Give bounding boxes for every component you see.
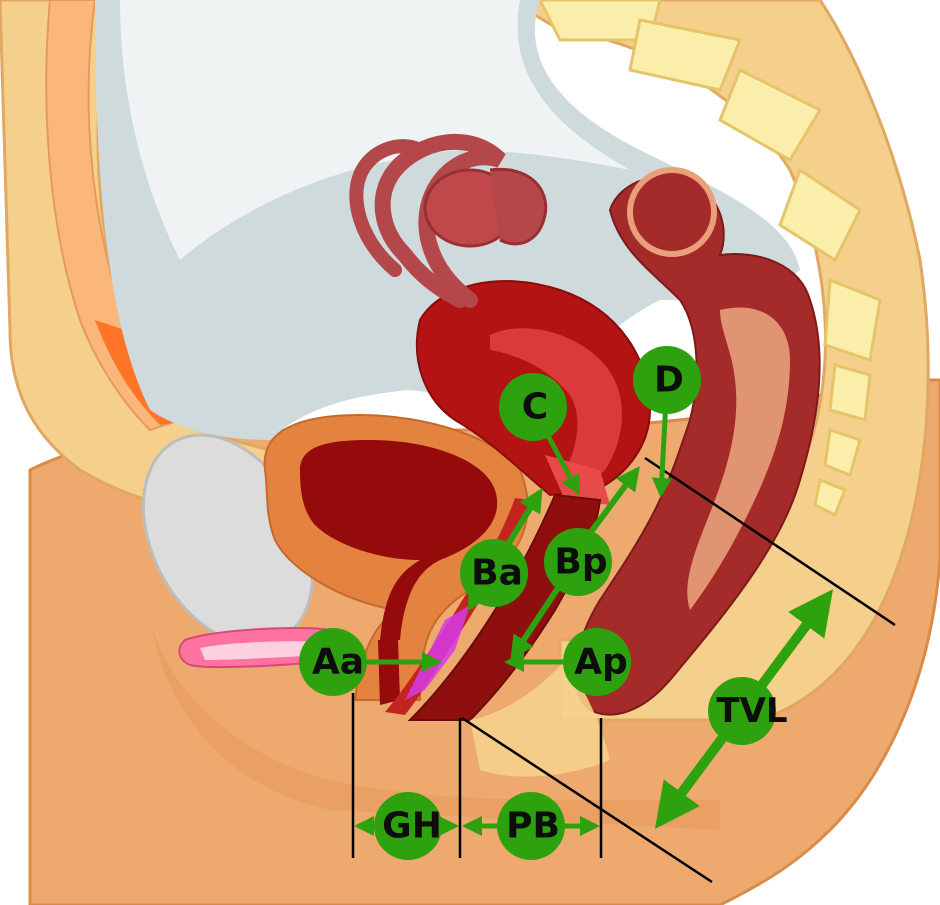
label-aa: Aa: [312, 642, 364, 683]
arrow-c: [542, 428, 581, 496]
ovary-fimbria: [489, 167, 548, 246]
marker-d: D: [633, 346, 701, 414]
marker-bp: Bp: [544, 528, 612, 596]
label-gh: GH: [382, 806, 442, 847]
sigmoid-colon: [627, 167, 717, 257]
d-reference-line: [644, 456, 896, 627]
marker-tvl: TVL: [708, 677, 788, 745]
label-ap: Ap: [574, 642, 628, 683]
point-markers: Aa Ba C D Bp Ap GH PB: [299, 346, 788, 860]
marker-c: C: [499, 373, 567, 441]
label-c: C: [522, 387, 548, 428]
marker-ba: Ba: [460, 539, 528, 607]
label-ba: Ba: [471, 553, 523, 594]
bladder-lumen: [300, 440, 498, 640]
sacral-vertebrae: [538, 0, 882, 518]
label-tvl: TVL: [716, 691, 787, 731]
fallopian-tube-2: [349, 139, 427, 277]
measurement-lines: [351, 456, 896, 884]
urethra: [378, 640, 400, 705]
marker-ap: Ap: [563, 628, 631, 696]
rectum-lumen: [687, 307, 790, 610]
back-fat: [507, 0, 930, 722]
arrow-d: [651, 399, 672, 498]
uterine-cavity: [490, 328, 622, 486]
marker-aa: Aa: [299, 628, 367, 696]
arrow-bp-up: [582, 466, 640, 542]
clitoris-inner: [200, 641, 320, 660]
arrow-bp-down: [510, 583, 563, 661]
hymen-plane-line: [461, 716, 713, 884]
perineum-contour: [150, 620, 720, 830]
marker-pb: PB: [497, 792, 565, 860]
label-pb: PB: [506, 806, 560, 847]
marker-gh: GH: [374, 792, 442, 860]
cavity-shadow: [120, 0, 630, 260]
label-bp: Bp: [554, 542, 607, 583]
label-d: D: [654, 360, 684, 401]
rectus-muscle: [45, 0, 182, 432]
